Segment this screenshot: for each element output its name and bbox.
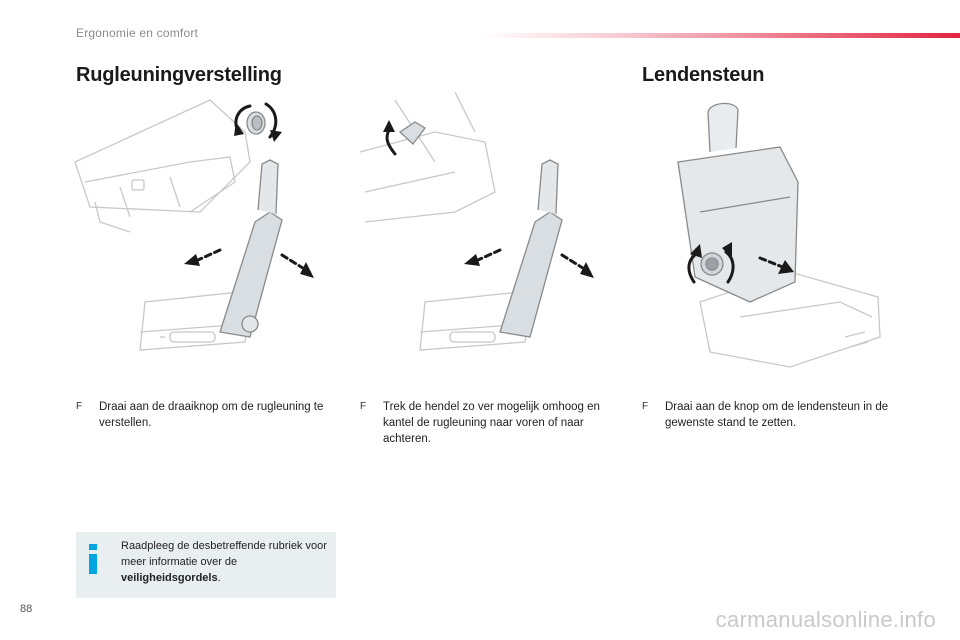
illustration-backrest-lever [359, 92, 594, 351]
step-text: Draai aan de knop om de lendensteun in d… [665, 401, 889, 429]
info-icon [89, 544, 97, 574]
step-bullet: F [360, 401, 367, 412]
illustration-backrest-knob [74, 99, 314, 351]
info-text-link-term: veiligheidsgordels [121, 572, 218, 584]
info-text-intro: Raadpleeg de desbetreffende rubriek voor… [121, 540, 327, 568]
step-pull-lever: F Trek de hendel zo ver mogelijk omhoog … [360, 399, 622, 447]
step-text: Draai aan de draaiknop om de rugleuning … [99, 401, 324, 429]
info-text-end: . [217, 572, 221, 584]
step-bullet: F [642, 401, 649, 412]
illustration-lumbar-support [677, 102, 881, 368]
step-text: Trek de hendel zo ver mogelijk omhoog en… [383, 401, 600, 445]
step-lumbar-knob: F Draai aan de knop om de lendensteun in… [642, 399, 892, 431]
watermark: carmanualsonline.info [715, 607, 936, 632]
header-section-label: Ergonomie en comfort [76, 26, 199, 40]
header-accent-bar [480, 33, 960, 38]
info-text: Raadpleeg de desbetreffende rubriek voor… [121, 538, 331, 586]
page-number: 88 [20, 603, 33, 615]
step-bullet: F [76, 401, 83, 412]
info-box: Raadpleeg de desbetreffende rubriek voor… [76, 532, 336, 598]
step-rotate-knob: F Draai aan de draaiknop om de rugleunin… [76, 399, 336, 431]
section-title-lumbar: Lendensteun [642, 64, 765, 86]
section-title-backrest: Rugleuningverstelling [76, 64, 282, 86]
